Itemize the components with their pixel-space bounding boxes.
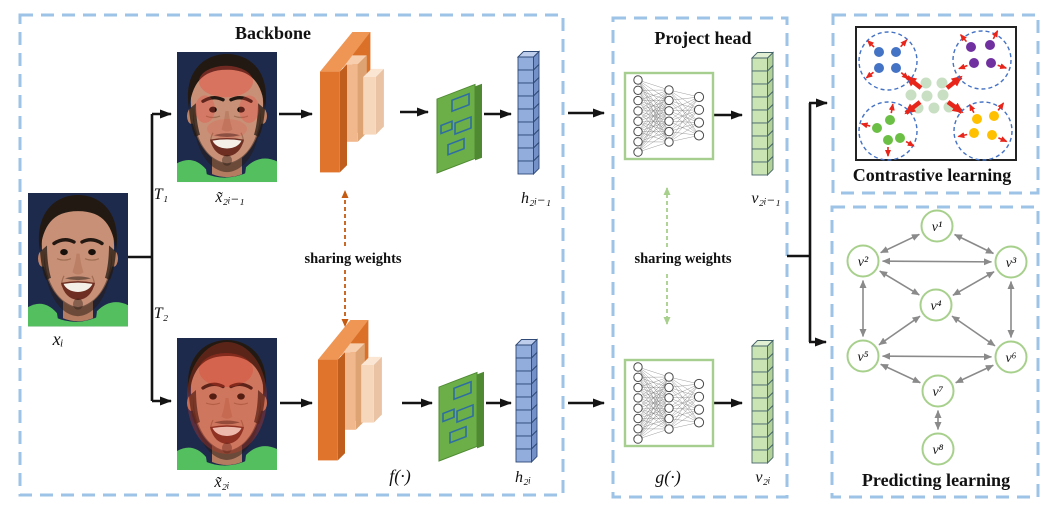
graph-edge [881, 352, 993, 361]
feature-vector-h1 [516, 50, 541, 176]
graph-edge [951, 315, 996, 347]
svg-text:v²: v² [858, 255, 869, 270]
augmented-face-image-2 [175, 336, 279, 472]
graph-edge [879, 270, 920, 296]
graph-node-v4: v⁴ [919, 288, 953, 322]
svg-text:v⁷: v⁷ [932, 385, 943, 400]
svg-text:v¹: v¹ [932, 220, 942, 235]
svg-text:v⁵: v⁵ [857, 350, 868, 365]
cnn-block-bottom [318, 320, 382, 461]
feature-vectors [514, 50, 775, 465]
feature1-label: h₂ᵢ₋₁ [521, 190, 551, 207]
graph-edge [955, 364, 994, 384]
graph-edge [880, 363, 921, 384]
project-head-panel: Project head g(·) sharing weights v₂ᵢ₋₁ … [568, 16, 789, 499]
feature2-label: h₂ᵢ [515, 469, 531, 486]
contrastive-box [831, 13, 1040, 195]
backbone-title: Backbone [235, 23, 311, 43]
predicting-title: Predicting learning [862, 470, 1010, 490]
mlp-network-bottom [623, 358, 715, 448]
cnn-block-top [320, 31, 384, 173]
augmented-face-image-1 [175, 50, 279, 184]
contrastive-title: Contrastive learning [853, 165, 1011, 185]
green-cluster [858, 101, 918, 161]
yellow-cluster [953, 101, 1013, 161]
graph-node-v8: v⁸ [921, 432, 955, 466]
feature-map-top [436, 80, 483, 176]
graph-node-v3: v³ [994, 245, 1028, 279]
repel-arrow [905, 75, 923, 90]
repel-arrow [945, 75, 963, 90]
transform2-label: T₂ [154, 305, 169, 322]
input-label: xᵢ [52, 329, 64, 349]
projection-vector-v2 [750, 339, 775, 465]
svg-text:v³: v³ [1006, 256, 1017, 271]
graph-edge [880, 233, 920, 254]
contrastive-scatter [858, 29, 1013, 161]
backbone-sharing-weights-label: sharing weights [304, 251, 401, 267]
feature-map-bottom [438, 368, 485, 464]
output-bus [787, 98, 828, 347]
svg-text:v⁶: v⁶ [1005, 351, 1016, 366]
projection-vector-v1 [750, 51, 775, 177]
projection2-label: v₂ᵢ [755, 469, 770, 486]
graph-edge [952, 271, 995, 296]
svg-text:v⁴: v⁴ [930, 299, 941, 314]
anchor-cluster [905, 77, 955, 114]
backbone-panel: Backbone xᵢ T₁ T₂ x̃₂ᵢ₋₁ x̃₂ᵢ f(·) [18, 13, 565, 497]
graph-node-v5: v⁵ [846, 339, 880, 373]
mlp-label: g(·) [655, 467, 681, 488]
project-head-title: Project head [654, 28, 751, 48]
mlp-network-top [623, 71, 715, 161]
contrastive-panel: Contrastive learning [831, 13, 1040, 195]
graph-edge [881, 257, 993, 266]
graph-node-v6: v⁶ [994, 340, 1028, 374]
transform1-label: T₁ [154, 186, 168, 203]
purple-cluster [952, 29, 1012, 90]
encoder-label: f(·) [389, 466, 411, 487]
blue-cluster [858, 31, 918, 91]
project-head-box [611, 16, 789, 499]
svg-text:v⁸: v⁸ [932, 443, 943, 458]
graph-edge [878, 315, 921, 346]
repel-arrow [946, 100, 964, 114]
graph-node-v7: v⁷ [921, 374, 955, 408]
feature-vector-h2 [514, 338, 539, 464]
backbone-box [18, 13, 565, 497]
augmented1-label: x̃₂ᵢ₋₁ [214, 189, 244, 206]
input-face-image [26, 191, 130, 329]
projhead-sharing-weights-label: sharing weights [634, 251, 731, 267]
augmented2-label: x̃₂ᵢ [213, 474, 229, 491]
predicting-box [830, 205, 1040, 499]
projection1-label: v₂ᵢ₋₁ [751, 190, 780, 207]
graph-edge [954, 233, 994, 255]
predicting-panel: v¹ v² v³ v⁴ v⁵ v⁶ v⁷ v⁸ Predicting learning [830, 205, 1040, 499]
prediction-graph: v¹ v² v³ v⁴ v⁵ v⁶ v⁷ v⁸ [846, 209, 1028, 466]
graph-node-v2: v² [846, 244, 880, 278]
graph-node-v1: v¹ [920, 209, 954, 243]
repel-arrow [904, 100, 922, 115]
